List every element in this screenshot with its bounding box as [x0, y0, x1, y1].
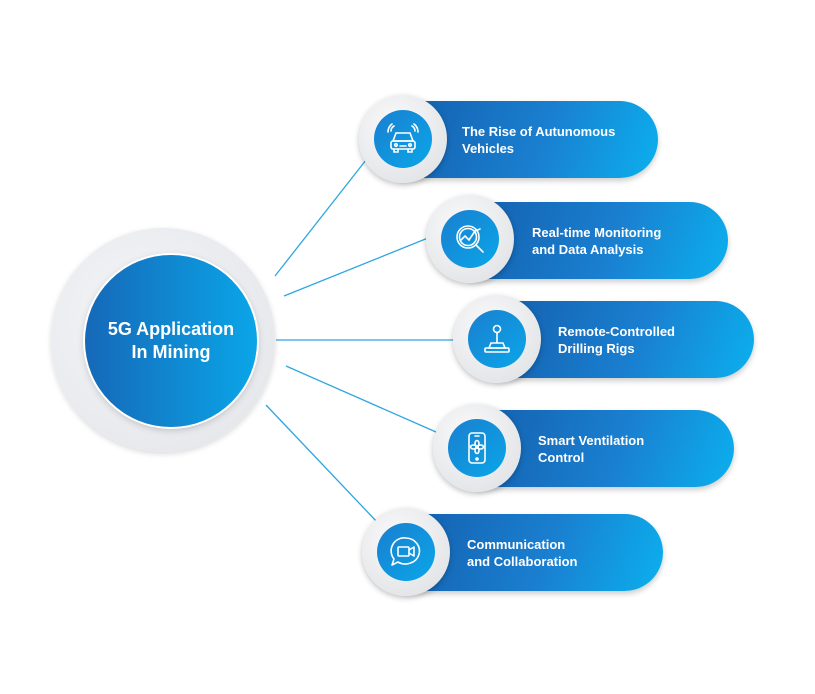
connector-4: [285, 365, 437, 433]
item-label-line2: Vehicles: [462, 140, 515, 156]
connector-2: [283, 237, 429, 297]
joystick-icon: [484, 324, 510, 353]
video-chat-icon: [390, 537, 421, 566]
connector-5: [265, 404, 379, 524]
badge-5: [362, 508, 450, 596]
connector-1: [274, 159, 367, 277]
item-label-line1: Remote-Controlled: [558, 323, 675, 339]
badge-3: [453, 295, 541, 383]
item-label-line1: The Rise of Autunomous: [462, 123, 616, 139]
item-label-line2: Control: [538, 449, 585, 465]
item-label-line1: Real-time Monitoring: [532, 224, 662, 240]
badge-1: [359, 95, 447, 183]
phone-fan-icon: [468, 432, 486, 464]
badge-2: [426, 195, 514, 283]
item-label-line2: and Data Analysis: [532, 241, 644, 257]
item-label-line2: and Collaboration: [467, 553, 578, 569]
hub-title-line1: 5G Application: [107, 319, 235, 339]
magnifier-chart-icon: [456, 225, 484, 253]
item-label-line1: Communication: [467, 536, 566, 552]
hub-title-line2: In Mining: [131, 342, 211, 362]
car-icon: [387, 123, 419, 153]
item-label-line2: Drilling Rigs: [558, 340, 635, 356]
badge-4: [433, 404, 521, 492]
item-label-line1: Smart Ventilation: [538, 432, 645, 448]
hub-circle: 5G Application In Mining: [85, 255, 257, 427]
